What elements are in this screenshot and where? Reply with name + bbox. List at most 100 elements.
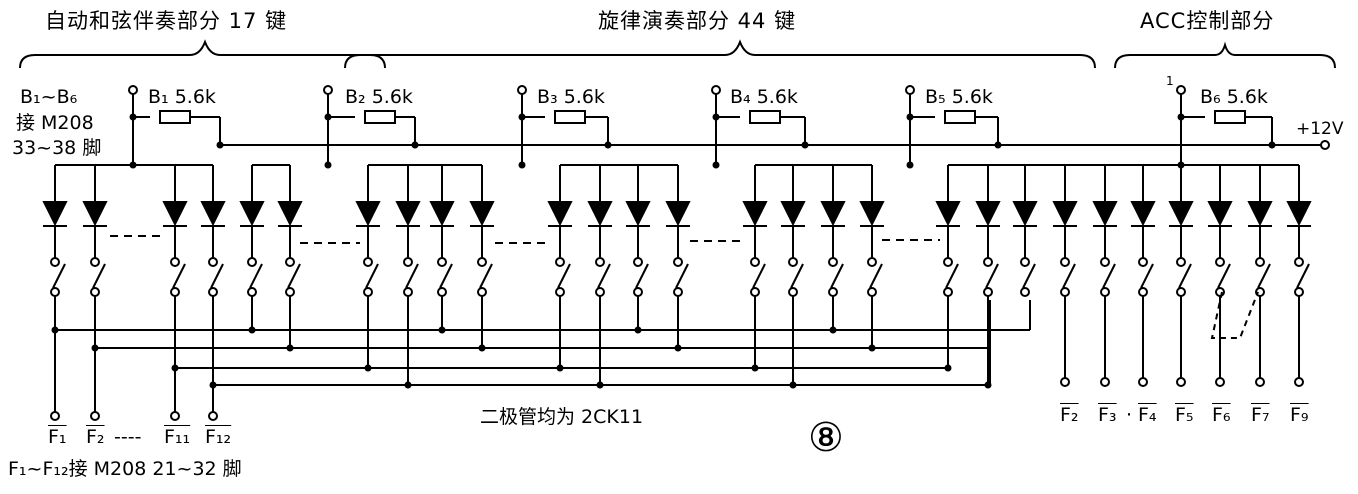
switch-blade (1022, 263, 1036, 289)
switch-blade (557, 263, 571, 289)
switch-terminal (555, 257, 565, 267)
switch-terminal (403, 287, 413, 297)
f-output-terminal (170, 411, 180, 421)
diode (429, 201, 455, 227)
diode (1130, 201, 1156, 227)
diode (82, 201, 108, 227)
junction-dot (518, 161, 526, 169)
switch-terminal (983, 287, 993, 297)
acc-output-terminal (1060, 377, 1070, 387)
junction-dot (674, 344, 682, 352)
acc-output-terminal (1176, 377, 1186, 387)
switch-blade (172, 263, 186, 289)
resistor (554, 110, 586, 124)
diode (1012, 201, 1038, 227)
diode (1052, 201, 1078, 227)
junction-dot (286, 344, 294, 352)
diode (935, 201, 961, 227)
output-label-f1: F₁ (48, 426, 67, 448)
b-pin-terminal (1176, 85, 1186, 95)
junction-dot (51, 326, 59, 334)
switch-blade (249, 263, 263, 289)
junction-dot (171, 364, 179, 372)
resistor (749, 110, 781, 124)
diode (625, 201, 651, 227)
diode (1286, 201, 1312, 227)
junction-dot (478, 344, 486, 352)
junction-dot (634, 326, 642, 334)
acc-pin-label: 1 (1166, 74, 1174, 88)
junction-dot (129, 161, 137, 169)
acc-output-terminal (1294, 377, 1304, 387)
switch-terminal (170, 287, 180, 297)
output-label-r-f9: F₉ (1290, 404, 1309, 426)
junction-dot (789, 381, 797, 389)
switch-terminal (247, 287, 257, 297)
switch-blade (830, 263, 844, 289)
switch-blade (752, 263, 766, 289)
junction-dot (829, 326, 837, 334)
switch-terminal (285, 287, 295, 297)
acc-output-terminal (1255, 377, 1265, 387)
switch-terminal (750, 287, 760, 297)
junction-dot (556, 364, 564, 372)
diode (239, 201, 265, 227)
resistor-label-b6: B₆ 5.6k (1200, 86, 1268, 108)
junction-dot (984, 381, 992, 389)
switch-terminal (595, 257, 605, 267)
diode (277, 201, 303, 227)
switch-blade (1296, 263, 1310, 289)
junction-dot (324, 113, 332, 121)
diode (1247, 201, 1273, 227)
b-pin-terminal (905, 85, 915, 95)
b-pin-terminal (128, 85, 138, 95)
switch-terminal (90, 287, 100, 297)
switch-terminal (788, 257, 798, 267)
output-label-r-f6: F₆ (1212, 404, 1231, 426)
junction-dot (906, 113, 914, 121)
switch-terminal (1215, 257, 1225, 267)
f-output-terminal (90, 411, 100, 421)
diode (1092, 201, 1118, 227)
switch-terminal (1020, 287, 1030, 297)
switch-terminal (828, 257, 838, 267)
brace-acc (1114, 41, 1336, 69)
junction-dot (596, 381, 604, 389)
switch-blade (210, 263, 224, 289)
switch-blade (1217, 263, 1231, 289)
switch-blade (479, 263, 493, 289)
switch-terminal (90, 257, 100, 267)
junction-dot (364, 364, 372, 372)
junction-dot (129, 113, 137, 121)
switch-blade (1102, 263, 1116, 289)
f-connect-label: F₁~F₁₂接 M208 21~32 脚 (8, 458, 242, 480)
switch-terminal (363, 257, 373, 267)
junction-dot (604, 141, 612, 149)
diode (780, 201, 806, 227)
interlock-dashed (1210, 291, 1259, 339)
resistor-label-b3: B₃ 5.6k (537, 86, 605, 108)
output-label-r-f2: F₂ (1060, 404, 1079, 426)
switch-terminal (247, 257, 257, 267)
switch-terminal (633, 287, 643, 297)
switch-blade (365, 263, 379, 289)
diode (859, 201, 885, 227)
diode (162, 201, 188, 227)
junction-dot (438, 326, 446, 334)
switch-blade (790, 263, 804, 289)
switch-terminal (1294, 287, 1304, 297)
section-label-acc: ACC控制部分 (1140, 9, 1275, 33)
diode (355, 201, 381, 227)
switch-terminal (50, 287, 60, 297)
junction-dot (518, 113, 526, 121)
switch-blade (52, 263, 66, 289)
diode (1207, 201, 1233, 227)
diode (547, 201, 573, 227)
switch-blade (597, 263, 611, 289)
switch-blade (287, 263, 301, 289)
switch-terminal (1100, 287, 1110, 297)
switch-terminal (1176, 257, 1186, 267)
diode (42, 201, 68, 227)
section-label-melody: 旋律演奏部分 44 键 (598, 9, 797, 33)
